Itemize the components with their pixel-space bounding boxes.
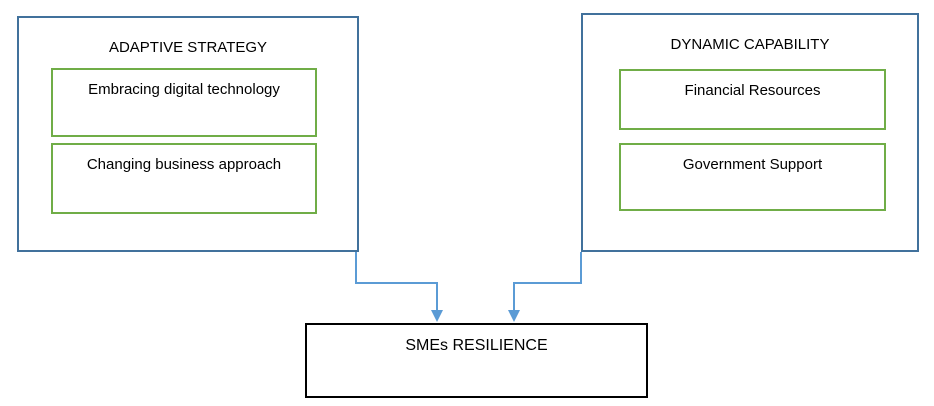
group-box-adaptive-strategy: ADAPTIVE STRATEGY Embracing digital tech… xyxy=(17,16,359,252)
group-box-dynamic-capability: DYNAMIC CAPABILITY Financial Resources G… xyxy=(581,13,919,252)
result-box-smes-resilience: SMEs RESILIENCE xyxy=(305,323,648,398)
group-title-adaptive-strategy: ADAPTIVE STRATEGY xyxy=(108,39,268,56)
sub-box-label: Changing business approach xyxy=(86,156,282,173)
down-arrow-icon xyxy=(508,310,520,322)
result-box-label: SMEs RESILIENCE xyxy=(405,337,548,354)
sub-box-label: Financial Resources xyxy=(684,82,821,99)
sub-box-government-support: Government Support xyxy=(619,143,886,211)
sub-box-label: Embracing digital technology xyxy=(88,81,280,98)
sub-box-label: Government Support xyxy=(682,156,823,173)
group-title-dynamic-capability: DYNAMIC CAPABILITY xyxy=(670,36,830,53)
connector-dynamic-to-resilience xyxy=(508,252,582,322)
sub-box-changing-business-approach: Changing business approach xyxy=(51,143,317,214)
sub-box-financial-resources: Financial Resources xyxy=(619,69,886,130)
connector-line xyxy=(355,252,438,311)
sub-box-embracing-digital-technology: Embracing digital technology xyxy=(51,68,317,137)
connector-line xyxy=(513,252,582,311)
down-arrow-icon xyxy=(431,310,443,322)
connector-adaptive-to-resilience xyxy=(355,252,443,322)
